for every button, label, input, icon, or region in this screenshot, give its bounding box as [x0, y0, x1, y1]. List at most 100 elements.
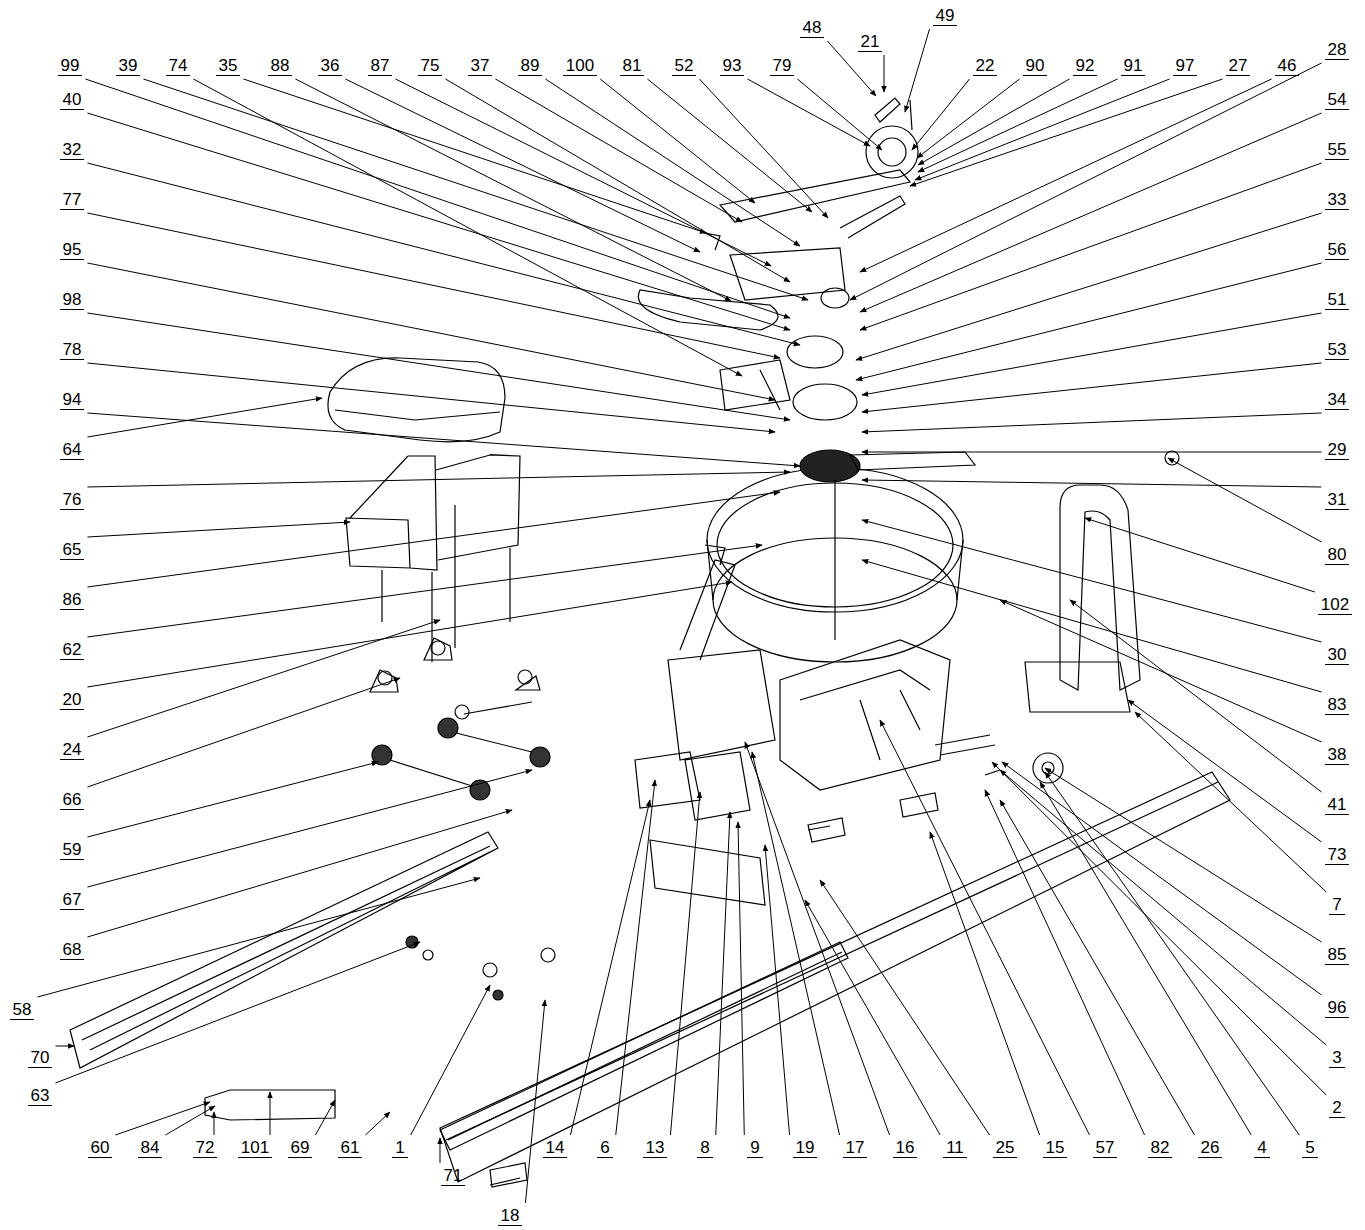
callout-number: 95	[60, 240, 85, 260]
leader-line	[765, 845, 790, 1135]
leader-line	[1135, 712, 1326, 892]
leader-line	[880, 720, 1090, 1135]
monitor-stand	[875, 98, 912, 130]
leader-line	[87, 398, 322, 437]
leader-line	[930, 832, 1040, 1135]
leader-line	[1128, 700, 1322, 842]
leader-line	[495, 79, 742, 222]
callout-number: 19	[793, 1138, 818, 1158]
leader-line	[87, 770, 532, 887]
leader-line	[243, 79, 706, 233]
roller-bracket	[370, 638, 540, 692]
leader-line	[87, 113, 790, 330]
callout-number: 8	[697, 1138, 712, 1158]
callout-number: 101	[238, 1138, 272, 1158]
leader-line	[87, 363, 775, 432]
leader-line	[860, 163, 1322, 330]
callout-number: 88	[268, 56, 293, 76]
callout-number: 33	[1325, 190, 1350, 210]
leader-line	[915, 79, 1170, 180]
callout-number: 93	[720, 56, 745, 76]
frame	[780, 640, 950, 790]
callout-number: 84	[138, 1138, 163, 1158]
callout-number: 35	[216, 56, 241, 76]
leader-line	[87, 413, 800, 466]
leader-line	[411, 985, 490, 1135]
callout-number: 53	[1325, 340, 1350, 360]
leader-line	[862, 560, 1322, 692]
leader-line	[797, 79, 882, 150]
leader-line	[55, 1046, 74, 1047]
leader-line	[445, 79, 790, 282]
shaft	[834, 480, 835, 640]
callout-number: 69	[288, 1138, 313, 1158]
callout-number: 21	[858, 32, 883, 52]
leader-line	[1045, 768, 1322, 942]
leader-line	[905, 29, 930, 112]
callout-number: 65	[60, 540, 85, 560]
gear	[787, 336, 843, 368]
callout-number: 91	[1121, 56, 1146, 76]
callout-number: 11	[943, 1138, 967, 1158]
leader-line	[87, 545, 762, 637]
roller	[431, 641, 445, 655]
leader-line	[670, 792, 700, 1135]
leader-line	[1000, 600, 1322, 742]
callout-number: 71	[441, 1166, 466, 1186]
callout-number: 39	[116, 56, 141, 76]
wheel	[438, 718, 458, 738]
callout-number: 89	[518, 56, 543, 76]
leader-line	[37, 878, 480, 997]
leader-line	[1045, 772, 1299, 1135]
spacer	[483, 963, 497, 977]
leader-line	[616, 780, 655, 1135]
pulley	[1033, 753, 1063, 783]
leader-line	[647, 79, 812, 212]
leader-line	[87, 582, 732, 687]
callout-number: 30	[1325, 645, 1350, 665]
leader-line	[1168, 458, 1322, 542]
leader-line	[862, 363, 1322, 412]
callout-number: 24	[60, 740, 85, 760]
leader-line	[1000, 770, 1326, 1045]
leader-line	[87, 810, 512, 937]
callout-number: 86	[60, 590, 85, 610]
fastener-set	[935, 735, 1000, 775]
callout-number: 85	[1325, 945, 1350, 965]
leader-line	[295, 79, 731, 301]
callout-number: 49	[933, 6, 958, 26]
callout-number: 72	[193, 1138, 218, 1158]
callout-number: 18	[498, 1206, 523, 1226]
leader-line	[55, 942, 420, 1083]
leader-line	[856, 263, 1322, 380]
leader-line	[87, 678, 400, 787]
callout-number: 46	[1275, 56, 1300, 76]
leader-line	[165, 1106, 215, 1135]
rail	[70, 832, 498, 1068]
spacer	[541, 948, 555, 962]
callout-number: 4	[1254, 1138, 1269, 1158]
leader-line	[87, 263, 775, 400]
callout-number: 22	[973, 56, 998, 76]
rail	[440, 942, 848, 1150]
callout-number: 94	[60, 390, 85, 410]
callout-number: 3	[1329, 1048, 1344, 1068]
callout-number: 80	[1325, 545, 1350, 565]
callout-number: 76	[60, 490, 85, 510]
leader-line	[1002, 762, 1322, 995]
callout-number: 55	[1325, 140, 1350, 160]
callout-number: 15	[1043, 1138, 1068, 1158]
bracket	[850, 452, 975, 470]
gear	[793, 384, 857, 420]
leader-line	[985, 790, 1145, 1135]
leader-line	[365, 1112, 390, 1135]
callout-number: 28	[1325, 40, 1350, 60]
leader-line	[115, 1102, 210, 1135]
axle	[390, 702, 532, 786]
callout-number: 92	[1073, 56, 1098, 76]
leader-line	[856, 213, 1322, 360]
callout-number: 32	[60, 140, 85, 160]
callout-number: 82	[1148, 1138, 1173, 1158]
leader-line	[917, 79, 1020, 158]
